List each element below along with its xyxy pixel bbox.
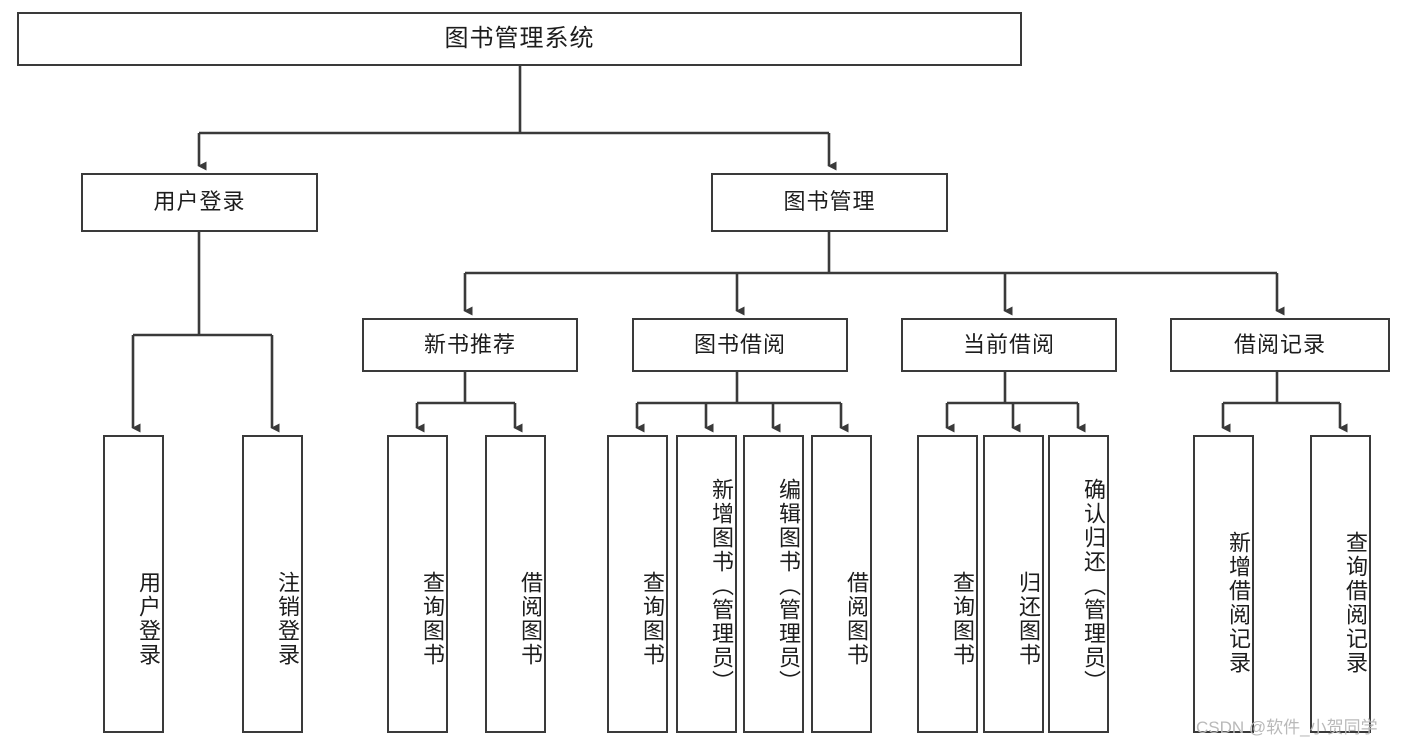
csdn-watermark: CSDN @软件_小贺同学 bbox=[1196, 718, 1378, 737]
leaf-add-borrow-record-label: 新增借阅记录 bbox=[1226, 531, 1251, 675]
node-book-borrow[interactable]: 图书借阅 bbox=[632, 318, 848, 372]
leaf-edit-book-admin-label: 编辑图书（管理员） bbox=[776, 478, 801, 694]
node-book-management[interactable]: 图书管理 bbox=[711, 173, 948, 232]
leaf-confirm-return-admin-label: 确认归还（管理员） bbox=[1081, 478, 1106, 694]
leaf-user-login[interactable]: 用户登录 bbox=[103, 435, 164, 733]
node-new-book-recommend[interactable]: 新书推荐 bbox=[362, 318, 578, 372]
node-book-borrow-label: 图书借阅 bbox=[693, 331, 786, 357]
leaf-add-book-admin[interactable]: 新增图书（管理员） bbox=[676, 435, 737, 733]
leaf-query-book-1[interactable]: 查询图书 bbox=[387, 435, 448, 733]
node-current-borrow[interactable]: 当前借阅 bbox=[901, 318, 1117, 372]
leaf-return-book[interactable]: 归还图书 bbox=[983, 435, 1044, 733]
node-borrow-record-label: 借阅记录 bbox=[1233, 331, 1326, 357]
leaf-confirm-return-admin[interactable]: 确认归还（管理员） bbox=[1048, 435, 1109, 733]
node-root-label: 图书管理系统 bbox=[444, 24, 595, 52]
leaf-borrow-book-1[interactable]: 借阅图书 bbox=[485, 435, 546, 733]
node-borrow-record[interactable]: 借阅记录 bbox=[1170, 318, 1390, 372]
node-user-login-label: 用户登录 bbox=[153, 189, 246, 215]
leaf-query-book-2[interactable]: 查询图书 bbox=[607, 435, 668, 733]
node-user-login[interactable]: 用户登录 bbox=[81, 173, 318, 232]
leaf-borrow-book-2[interactable]: 借阅图书 bbox=[811, 435, 872, 733]
leaf-query-borrow-record[interactable]: 查询借阅记录 bbox=[1310, 435, 1371, 733]
leaf-query-book-2-label: 查询图书 bbox=[640, 571, 665, 667]
node-current-borrow-label: 当前借阅 bbox=[962, 331, 1055, 357]
node-book-management-label: 图书管理 bbox=[783, 189, 876, 215]
leaf-return-book-label: 归还图书 bbox=[1016, 571, 1041, 667]
leaf-query-book-3-label: 查询图书 bbox=[950, 571, 975, 667]
leaf-borrow-book-2-label: 借阅图书 bbox=[844, 571, 869, 667]
leaf-query-book-1-label: 查询图书 bbox=[420, 571, 445, 667]
node-root-book-management-system[interactable]: 图书管理系统 bbox=[17, 12, 1022, 66]
leaf-add-book-admin-label: 新增图书（管理员） bbox=[709, 478, 734, 694]
leaf-edit-book-admin[interactable]: 编辑图书（管理员） bbox=[743, 435, 804, 733]
leaf-borrow-book-1-label: 借阅图书 bbox=[518, 571, 543, 667]
leaf-user-login-label: 用户登录 bbox=[136, 571, 161, 667]
leaf-query-book-3[interactable]: 查询图书 bbox=[917, 435, 978, 733]
node-new-book-recommend-label: 新书推荐 bbox=[423, 331, 516, 357]
leaf-logout-login[interactable]: 注销登录 bbox=[242, 435, 303, 733]
leaf-logout-login-label: 注销登录 bbox=[275, 571, 300, 667]
leaf-add-borrow-record[interactable]: 新增借阅记录 bbox=[1193, 435, 1254, 733]
leaf-query-borrow-record-label: 查询借阅记录 bbox=[1343, 531, 1368, 675]
